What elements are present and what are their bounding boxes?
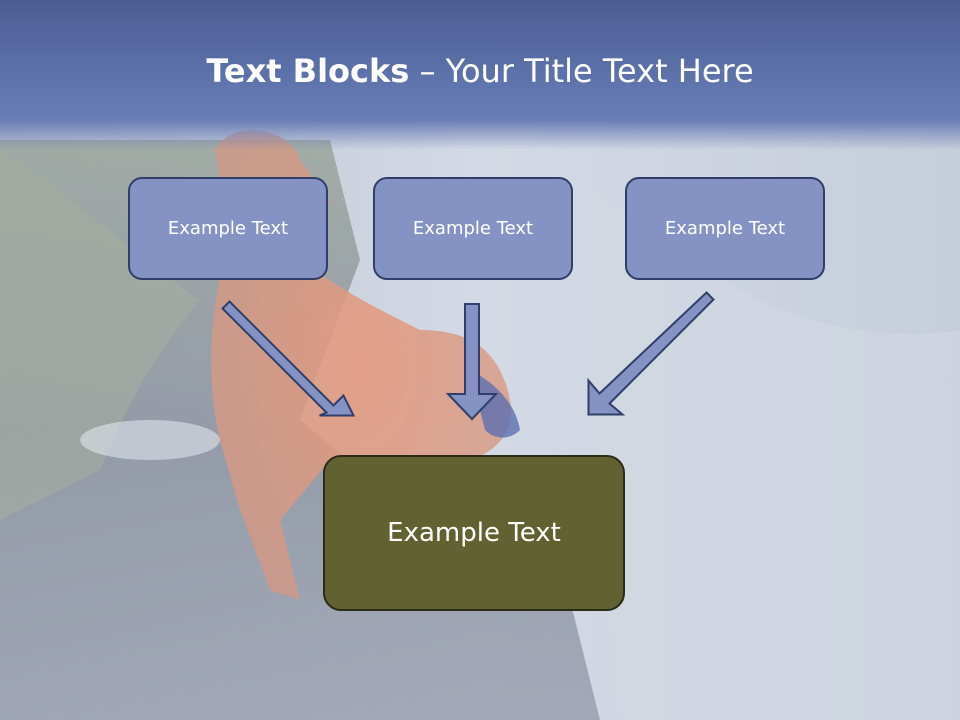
bottom-text-box-label: Example Text — [387, 518, 561, 548]
bottom-text-box[interactable]: Example Text — [323, 455, 625, 611]
top-text-box-3-label: Example Text — [665, 218, 785, 239]
title-rest: Your Title Text Here — [446, 52, 754, 90]
slide-title: Text Blocks – Your Title Text Here — [0, 52, 960, 90]
top-text-box-1[interactable]: Example Text — [128, 177, 328, 280]
title-dash: – — [409, 52, 445, 90]
title-bold: Text Blocks — [206, 52, 409, 90]
top-text-box-2[interactable]: Example Text — [373, 177, 573, 280]
top-text-box-3[interactable]: Example Text — [625, 177, 825, 280]
top-text-box-1-label: Example Text — [168, 218, 288, 239]
top-text-box-2-label: Example Text — [413, 218, 533, 239]
